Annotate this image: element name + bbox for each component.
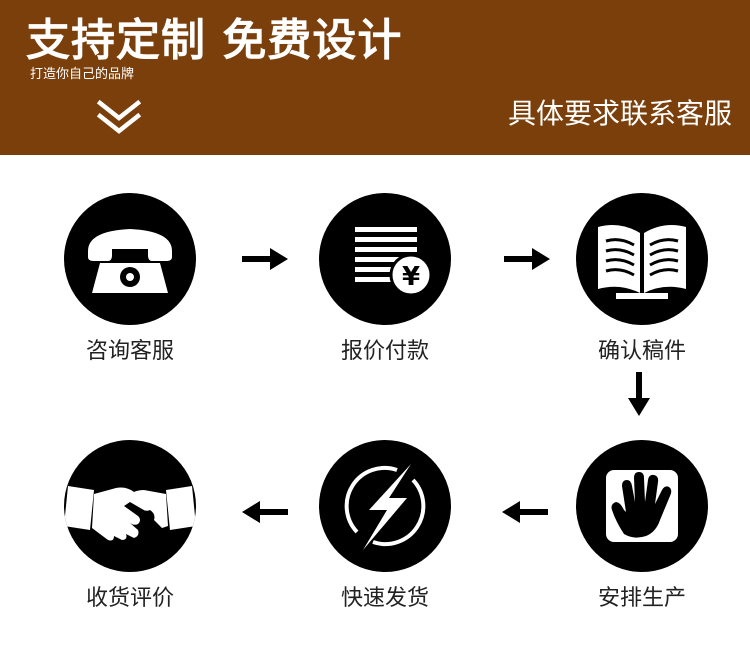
arrow-right-icon [504,248,550,270]
hand-icon [606,470,678,542]
step-circle [576,440,708,572]
arrow-left-icon [242,501,288,523]
handshake-icon [64,486,196,541]
step-circle [64,440,196,572]
step-confirm-draft: 确认稿件 [572,193,712,367]
arrow-right-icon [242,248,288,270]
price-list-yen-icon: ¥ [355,227,433,297]
step-quote-payment: ¥ 报价付款 [315,193,455,367]
step-consult-service: 咨询客服 [60,193,200,367]
step-label: 快速发货 [340,586,429,611]
page-subtitle: 打造你自己的品牌 [30,67,135,82]
header-banner: 支持定制 免费设计 打造你自己的品牌 具体要求联系客服 [0,0,750,155]
step-fast-delivery: 快速发货 [315,440,455,614]
lightning-bolt-icon [344,464,426,550]
step-label: 安排生产 [597,586,686,611]
step-circle [64,193,196,325]
step-circle: ¥ [319,193,451,325]
arrow-left-icon [502,501,548,523]
step-label: 咨询客服 [85,339,174,364]
double-chevron-down-icon [96,100,142,134]
step-circle [319,440,451,572]
contact-service-text: 具体要求联系客服 [507,97,732,130]
open-book-icon [598,225,686,299]
telephone-icon [88,229,172,293]
step-arrange-production: 安排生产 [572,440,712,614]
step-label: 确认稿件 [597,339,686,364]
step-circle [576,193,708,325]
page-title: 支持定制 免费设计 [26,15,403,66]
svg-text:¥: ¥ [402,262,420,292]
step-receive-review: 收货评价 [60,440,200,614]
step-label: 收货评价 [85,586,174,611]
step-label: 报价付款 [340,339,429,364]
arrow-down-icon [628,372,650,416]
